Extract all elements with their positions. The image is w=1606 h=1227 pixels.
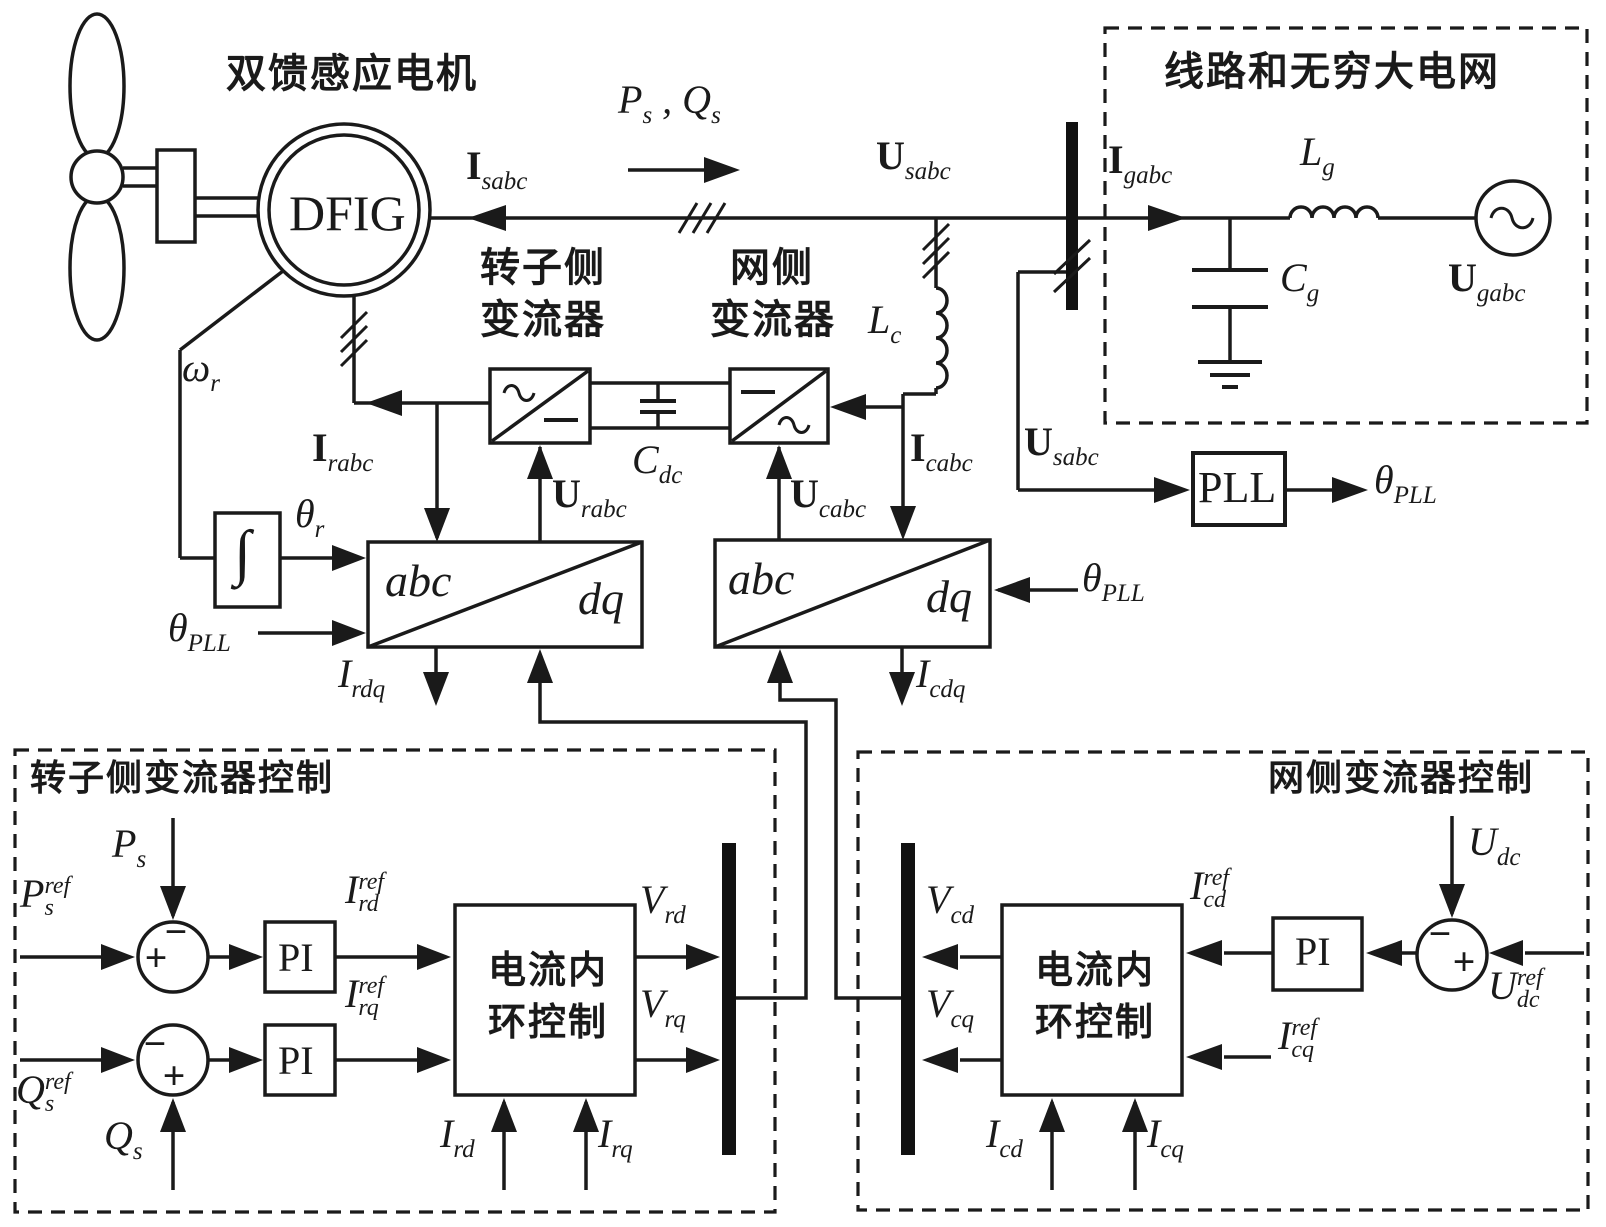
label-i-sabc: Isabc [466, 143, 528, 195]
pll-box-label: PLL [1198, 463, 1277, 512]
label-u-sabc: Usabc [876, 133, 951, 185]
label-i-rabc: Irabc [312, 425, 374, 477]
gsc-pi-label: PI [1295, 929, 1331, 974]
label-p-s: Ps [112, 821, 147, 873]
lc-branch [830, 218, 951, 540]
gsc-sum-plus-sign: + [1452, 939, 1476, 984]
label-v-cq: Vcq [926, 981, 975, 1033]
label-q-s: Qs [104, 1113, 143, 1165]
wind-turbine-icon [68, 12, 258, 342]
gsc-control-dashed-box [856, 750, 1590, 1212]
label-i-rd: Ird [440, 1111, 475, 1163]
stator-line [430, 157, 1290, 234]
sum2-plus-sign: + [162, 1053, 186, 1098]
label-i-rq: Irq [598, 1111, 633, 1163]
rsc-controller-circuit [20, 818, 720, 1190]
rotor-and-speed-paths [178, 269, 553, 646]
dfig-label: DFIG [289, 185, 406, 241]
label-u-dc: Udc [1468, 819, 1521, 871]
sum1-minus-sign: − [164, 909, 188, 954]
grid-side-converter-icon [728, 367, 830, 445]
dfig-generator-icon [256, 122, 432, 298]
label-i-rdq: Irdq [338, 651, 386, 703]
label-v-rd: Vrd [640, 877, 686, 929]
grid-dashed-box [1103, 26, 1589, 425]
sum1-plus-sign: + [144, 935, 168, 980]
gsc-control-title: 网侧变流器控制 [1268, 757, 1535, 798]
label-c-dc: Cdc [632, 437, 683, 489]
label-theta-pll-left: θPLL [168, 605, 231, 657]
gsc-loop-line2: 环控制 [1035, 1002, 1156, 1044]
label-theta-r: θr [295, 491, 325, 543]
rsc-loop-line2: 环控制 [488, 1002, 609, 1044]
label-i-cd: Icd [986, 1111, 1023, 1163]
label-v-cd: Vcd [926, 877, 975, 929]
voltage-feedback-paths [527, 649, 915, 1155]
label-i-cabc: Icabc [910, 425, 973, 477]
label-ps-qs: Ps , Qs [618, 77, 721, 129]
label-u-gabc: Ugabc [1448, 255, 1526, 307]
label-c-g: Cg [1280, 255, 1320, 307]
abc-dq-transform-blocks [366, 445, 1078, 706]
pi1-label: PI [278, 935, 314, 980]
label-u-rabc: Urabc [552, 471, 627, 523]
gsc-sum-minus-sign: − [1428, 911, 1452, 956]
abc-left-label: abc [385, 555, 452, 606]
sum2-minus-sign: − [143, 1021, 167, 1066]
rsc-loop-line1: 电流内 [488, 950, 609, 992]
gsc-controller-circuit [922, 816, 1584, 1190]
label-v-rq: Vrq [640, 981, 686, 1033]
label-theta-pll-right: θPLL [1082, 555, 1145, 607]
label-i-cq: Icq [1147, 1111, 1184, 1163]
label-l-c: Lc [868, 297, 902, 349]
rsc-control-dashed-box [13, 748, 777, 1214]
rsc-control-title: 转子侧变流器控制 [30, 757, 335, 798]
abc-right-label: abc [728, 553, 795, 604]
gsc-loop-line1: 电流内 [1035, 950, 1156, 992]
label-i-cdq: Icdq [916, 651, 966, 703]
label-u-sabc-pll: Usabc [1024, 419, 1099, 471]
pll-path [1016, 270, 1368, 527]
gsc-name-line2: 变流器 [710, 298, 836, 342]
pcc-bus-and-grid-branch [1052, 122, 1552, 389]
rsc-name-line2: 变流器 [480, 298, 606, 342]
integrator-symbol: ∫ [234, 519, 251, 587]
dq-left-label: dq [578, 573, 624, 624]
grid-box-title: 线路和无穷大电网 [1164, 50, 1500, 94]
label-theta-pll-out: θPLL [1374, 457, 1437, 509]
label-i-gabc: Igabc [1108, 137, 1173, 189]
back-to-back-converters [488, 367, 830, 445]
label-omega-r: ωr [182, 345, 220, 397]
pi2-label: PI [278, 1038, 314, 1083]
rotor-side-converter-icon [488, 367, 592, 445]
dq-right-label: dq [926, 571, 972, 622]
rsc-name-line1: 转子侧 [480, 246, 606, 290]
label-l-g: Lg [1300, 129, 1335, 181]
gsc-name-line1: 网侧 [730, 246, 814, 290]
label-u-cabc: Ucabc [790, 471, 867, 523]
machine-title: 双馈感应电机 [226, 52, 478, 96]
